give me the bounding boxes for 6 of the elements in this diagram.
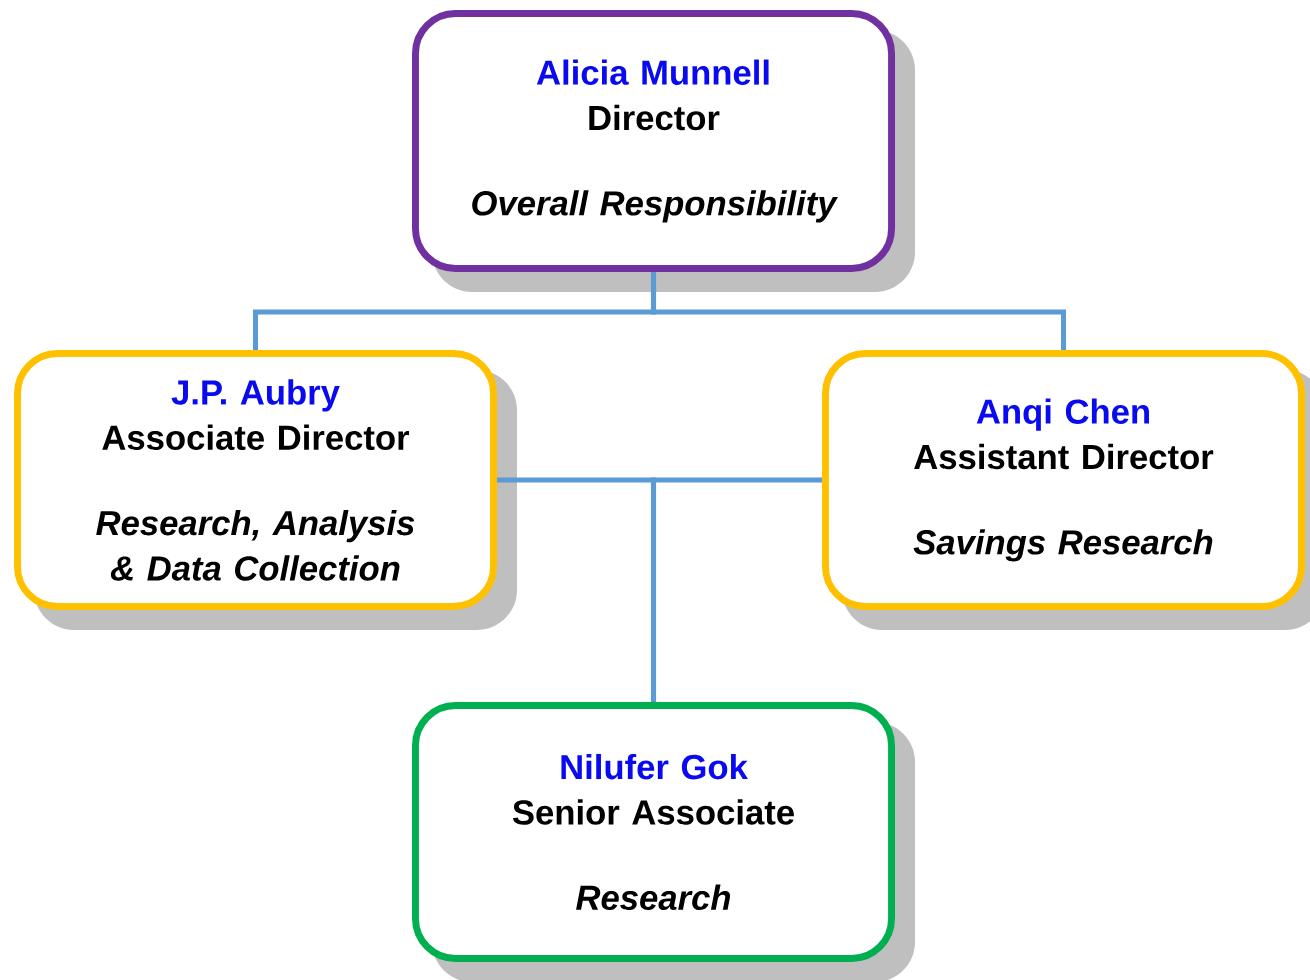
connector-line — [650, 272, 1067, 350]
person-box: Anqi Chen Assistant Director Savings Research — [822, 350, 1305, 610]
person-box: Nilufer Gok Senior Associate Research — [412, 702, 895, 962]
person-box: J.P. Aubry Associate Director Research, Analysis & Data Collection — [14, 350, 497, 610]
connector-line — [650, 477, 822, 702]
person-box: Alicia Munnell Director Overall Responsibility — [412, 10, 895, 272]
